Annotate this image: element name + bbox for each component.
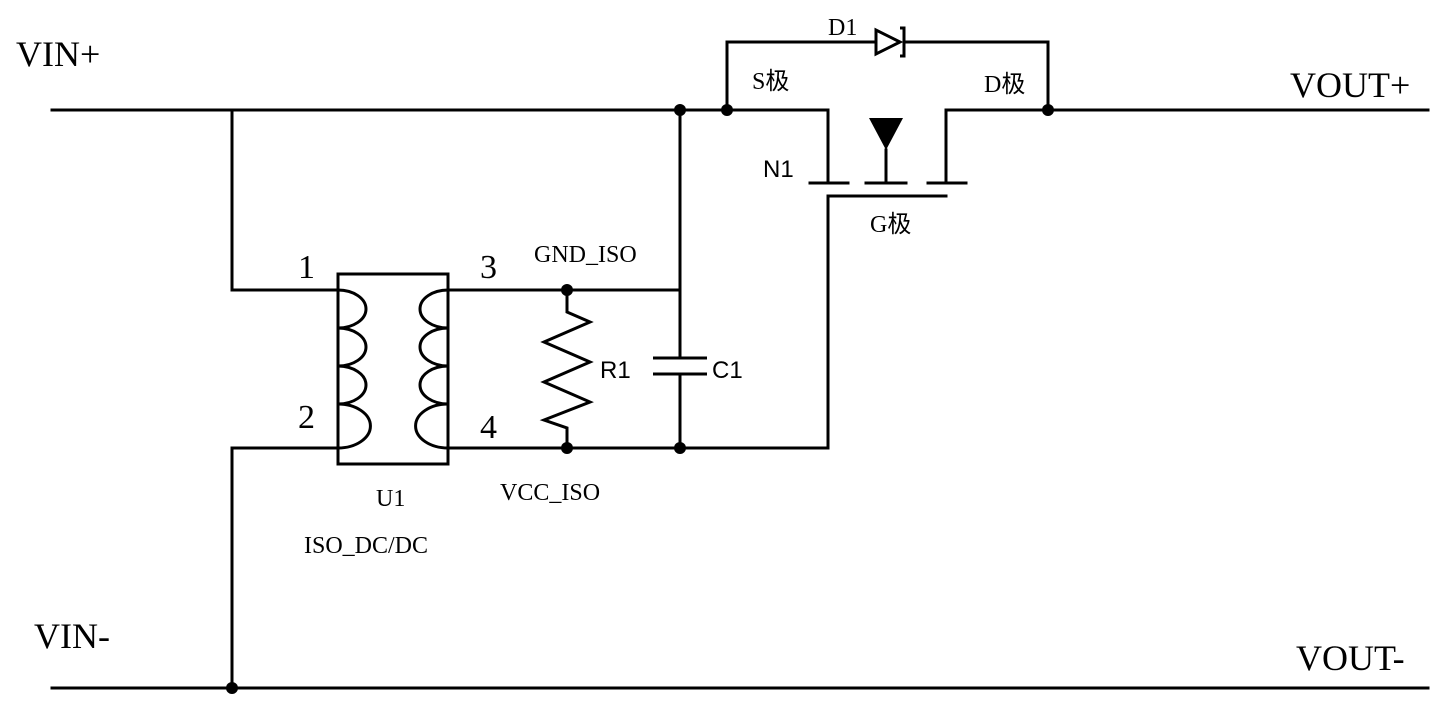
mosfet-gate-label: G极: [870, 211, 911, 238]
mosfet-body-diode-icon: [869, 118, 903, 150]
mosfet-drain-label: D极: [984, 71, 1025, 98]
terminal-label-vin-minus: VIN-: [34, 616, 110, 656]
diode-cathode-bar: [900, 26, 906, 58]
terminal-label-vout-minus: VOUT-: [1296, 638, 1405, 678]
terminal-label-vin-plus: VIN+: [16, 34, 100, 74]
net-label-gnd-iso: GND_ISO: [534, 242, 637, 268]
transformer-secondary-coil: [414, 288, 449, 450]
junctions: [226, 104, 1054, 694]
pin-label-3: 3: [480, 249, 497, 286]
mosfet-n1: [808, 118, 968, 198]
transformer-body: [336, 272, 450, 466]
junction-dot: [561, 284, 573, 296]
diode-d1: [874, 26, 906, 58]
pin-label-1: 1: [298, 249, 315, 286]
wire-d1-right: [902, 40, 1050, 112]
resistor-r1: [539, 290, 594, 448]
junction-dot: [674, 442, 686, 454]
terminal-label-vout-plus: VOUT+: [1290, 65, 1410, 105]
transformer-primary-coil: [337, 288, 372, 450]
capacitor-c1: [653, 288, 707, 450]
junction-dot: [674, 104, 686, 116]
wire-pin1: [230, 108, 340, 292]
capacitor-ref-label: C1: [712, 357, 743, 384]
transformer-part-label: ISO_DC/DC: [304, 533, 428, 559]
mosfet-ref-label: N1: [763, 156, 794, 183]
transformer-u1: [336, 272, 450, 466]
diode-ref-label: D1: [828, 15, 857, 41]
wire-pin2: [230, 446, 340, 690]
junction-dot: [721, 104, 733, 116]
wire-d1-left: [725, 40, 878, 112]
pin-label-4: 4: [480, 409, 497, 446]
pin-label-2: 2: [298, 399, 315, 436]
transformer-ref-label: U1: [376, 486, 405, 512]
junction-dot: [226, 682, 238, 694]
resistor-ref-label: R1: [600, 357, 631, 384]
junction-dot: [561, 442, 573, 454]
diode-triangle: [874, 27, 904, 57]
mosfet-source-label: S极: [752, 68, 789, 95]
resistor-zigzag: [539, 290, 594, 448]
junction-dot: [1042, 104, 1054, 116]
net-label-vcc-iso: VCC_ISO: [500, 480, 600, 506]
